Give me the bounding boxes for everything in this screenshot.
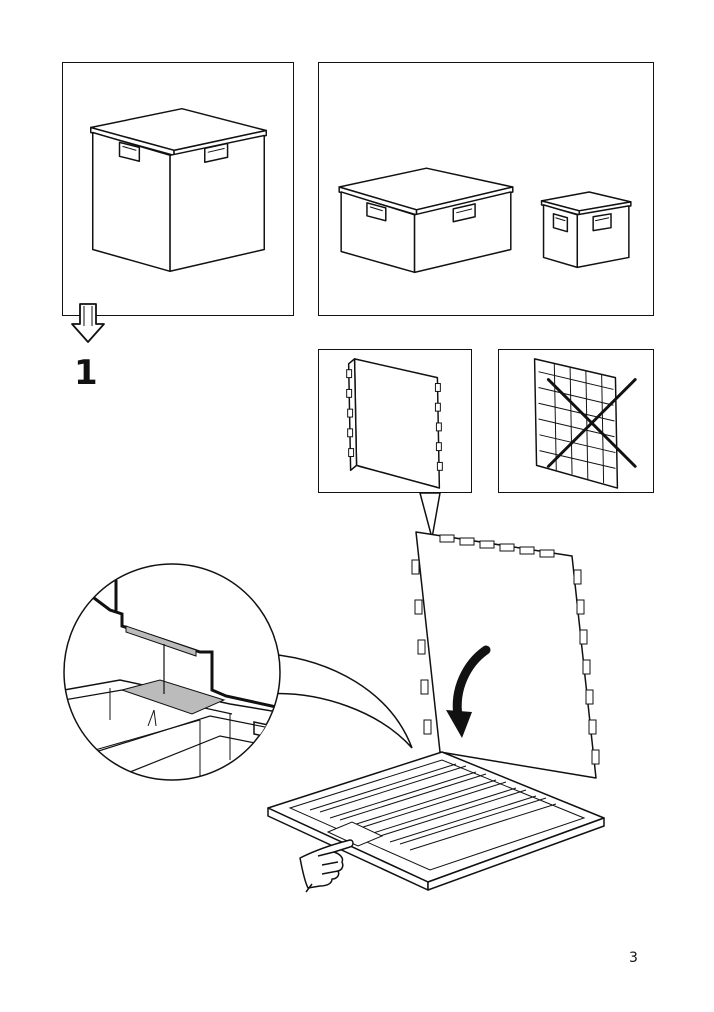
incorrect-panel-side [498, 349, 654, 493]
step-arrow-icon [71, 303, 105, 343]
ribbed-panel-illustration [533, 358, 637, 489]
pointing-hand-icon [299, 839, 354, 893]
tall-box-illustration [90, 107, 267, 273]
tall-box-panel [62, 62, 294, 316]
smooth-panel-illustration [346, 358, 443, 489]
curved-arrow-icon [446, 645, 491, 738]
page-number: 3 [629, 950, 638, 966]
correct-panel-side [318, 349, 472, 493]
magnifier-callout [63, 563, 413, 781]
low-and-small-boxes-panel [318, 62, 654, 316]
step-number: 1 [74, 353, 98, 393]
low-and-small-boxes-illustration [338, 167, 632, 274]
cross-mark-icon [546, 378, 637, 468]
